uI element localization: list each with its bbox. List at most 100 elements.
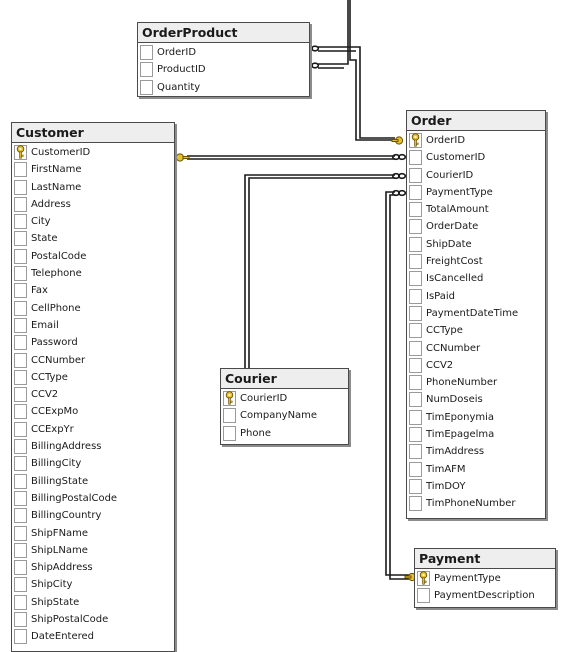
row-selector[interactable] <box>409 409 422 425</box>
row-selector[interactable] <box>14 594 27 610</box>
table-column-row[interactable]: CCType <box>12 369 174 386</box>
table-column-row[interactable]: CCExpYr <box>12 421 174 438</box>
table-column-row[interactable]: CourierID <box>221 390 348 407</box>
table-column-row[interactable]: PaymentDescription <box>415 587 555 604</box>
row-selector[interactable] <box>14 612 27 628</box>
row-selector[interactable] <box>417 588 430 604</box>
row-selector[interactable] <box>14 629 27 645</box>
row-selector[interactable] <box>14 283 27 299</box>
row-selector[interactable] <box>409 288 422 304</box>
table-column-row[interactable]: OrderDate <box>407 218 545 235</box>
row-selector[interactable] <box>409 375 422 391</box>
table-column-row[interactable]: FreightCost <box>407 253 545 270</box>
row-selector[interactable] <box>223 408 236 424</box>
row-selector[interactable] <box>14 248 27 264</box>
row-selector[interactable] <box>409 150 422 166</box>
table-column-row[interactable]: TimAFM <box>407 461 545 478</box>
row-selector[interactable] <box>14 162 27 178</box>
table-column-row[interactable]: TimEpagelma <box>407 426 545 443</box>
row-selector[interactable] <box>14 577 27 593</box>
table-column-row[interactable]: BillingAddress <box>12 438 174 455</box>
table-column-row[interactable]: City <box>12 213 174 230</box>
row-selector[interactable] <box>223 425 236 441</box>
row-selector[interactable] <box>14 352 27 368</box>
table-column-row[interactable]: TimDOY <box>407 478 545 495</box>
table-column-row[interactable]: CCV2 <box>407 357 545 374</box>
table-column-row[interactable]: PaymentDateTime <box>407 305 545 322</box>
row-selector[interactable] <box>409 357 422 373</box>
row-selector[interactable] <box>14 404 27 420</box>
row-selector[interactable] <box>409 478 422 494</box>
row-selector[interactable] <box>14 542 27 558</box>
row-selector[interactable] <box>409 461 422 477</box>
table-column-row[interactable]: LastName <box>12 179 174 196</box>
table-column-row[interactable]: CCExpMo <box>12 403 174 420</box>
row-selector[interactable] <box>409 496 422 512</box>
table-column-row[interactable]: CustomerID <box>12 144 174 161</box>
row-selector[interactable] <box>409 254 422 270</box>
table-column-row[interactable]: CCNumber <box>407 340 545 357</box>
row-selector[interactable] <box>140 45 153 60</box>
table-column-row[interactable]: BillingCity <box>12 455 174 472</box>
row-selector[interactable] <box>409 340 422 356</box>
row-selector[interactable] <box>14 456 27 472</box>
table-column-row[interactable]: CCV2 <box>12 386 174 403</box>
row-selector[interactable] <box>409 236 422 252</box>
table-column-row[interactable]: ShipLName <box>12 542 174 559</box>
table-column-row[interactable]: Fax <box>12 282 174 299</box>
row-selector[interactable] <box>409 427 422 443</box>
table-column-row[interactable]: OrderID <box>138 44 309 61</box>
table-column-row[interactable]: PostalCode <box>12 248 174 265</box>
row-selector[interactable] <box>14 525 27 541</box>
table-column-row[interactable]: PhoneNumber <box>407 374 545 391</box>
table-column-row[interactable]: PaymentType <box>415 570 555 587</box>
table-column-row[interactable]: TimPhoneNumber <box>407 495 545 512</box>
table-column-row[interactable]: Telephone <box>12 265 174 282</box>
table-column-row[interactable]: ShipCity <box>12 576 174 593</box>
row-selector[interactable] <box>14 214 27 230</box>
row-selector[interactable] <box>14 439 27 455</box>
row-selector[interactable] <box>14 473 27 489</box>
row-selector[interactable] <box>14 490 27 506</box>
row-selector[interactable] <box>14 387 27 403</box>
table-column-row[interactable]: TimEponymia <box>407 409 545 426</box>
table-column-row[interactable]: FirstName <box>12 161 174 178</box>
table-column-row[interactable]: ShipPostalCode <box>12 611 174 628</box>
table-column-row[interactable]: TotalAmount <box>407 201 545 218</box>
table-column-row[interactable]: ShipState <box>12 594 174 611</box>
table-column-row[interactable]: State <box>12 230 174 247</box>
row-selector[interactable] <box>14 196 27 212</box>
table-column-row[interactable]: CustomerID <box>407 149 545 166</box>
table-column-row[interactable]: Phone <box>221 425 348 442</box>
row-selector[interactable] <box>14 317 27 333</box>
row-selector[interactable] <box>14 421 27 437</box>
row-selector[interactable] <box>409 167 422 183</box>
table-column-row[interactable]: ProductID <box>138 61 309 78</box>
table-column-row[interactable]: BillingState <box>12 473 174 490</box>
row-selector[interactable] <box>409 271 422 287</box>
row-selector[interactable] <box>409 184 422 200</box>
row-selector[interactable] <box>14 508 27 524</box>
row-selector[interactable] <box>140 62 153 78</box>
table-column-row[interactable]: CourierID <box>407 167 545 184</box>
table-column-row[interactable]: BillingCountry <box>12 507 174 524</box>
table-column-row[interactable]: Password <box>12 334 174 351</box>
table-column-row[interactable]: NumDoseis <box>407 391 545 408</box>
table-column-row[interactable]: ShipDate <box>407 236 545 253</box>
table-column-row[interactable]: CompanyName <box>221 407 348 424</box>
table-column-row[interactable]: IsPaid <box>407 288 545 305</box>
table-column-row[interactable]: DateEntered <box>12 628 174 645</box>
table-column-row[interactable]: OrderID <box>407 132 545 149</box>
row-selector[interactable] <box>14 560 27 576</box>
table-column-row[interactable]: Quantity <box>138 79 309 96</box>
table-column-row[interactable]: PaymentType <box>407 184 545 201</box>
row-selector[interactable] <box>409 323 422 339</box>
table-column-row[interactable]: CCType <box>407 322 545 339</box>
row-selector[interactable] <box>409 202 422 218</box>
row-selector[interactable] <box>409 444 422 460</box>
table-column-row[interactable]: ShipAddress <box>12 559 174 576</box>
row-selector[interactable] <box>14 179 27 195</box>
